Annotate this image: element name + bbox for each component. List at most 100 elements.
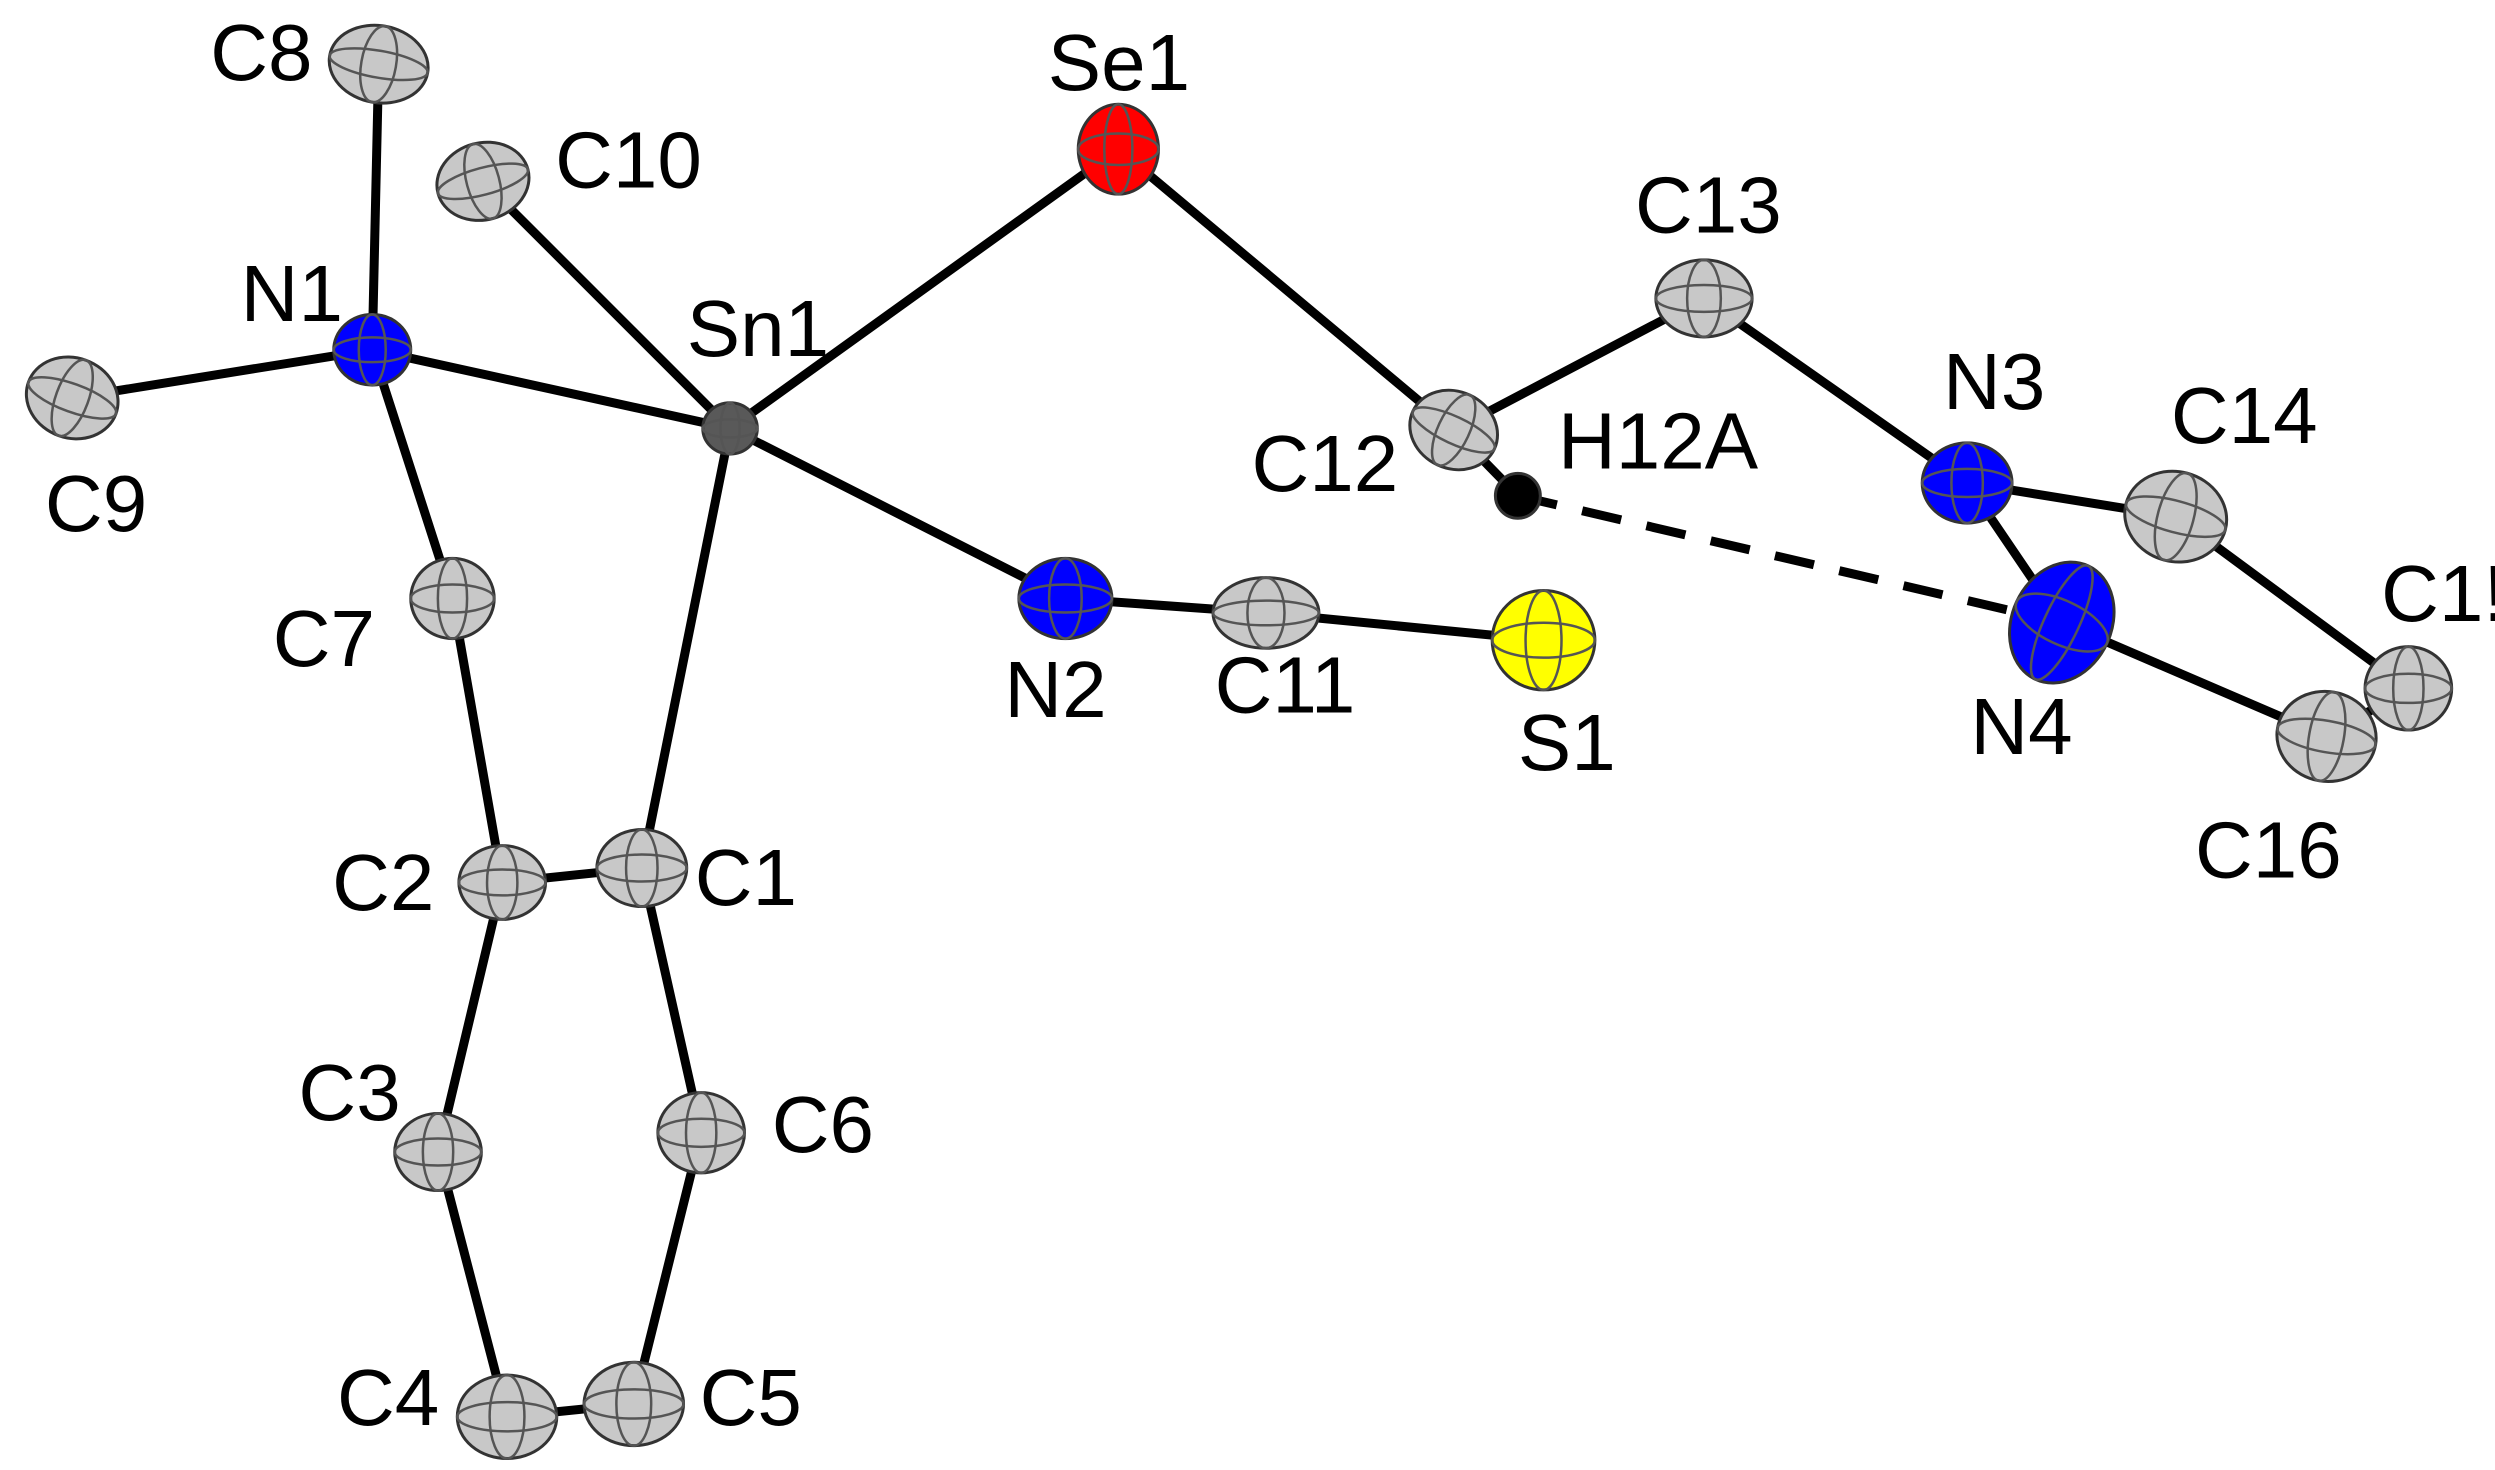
atom-axis2-c10 (463, 142, 503, 220)
atom-c2 (457, 844, 548, 921)
atom-label-c7: C7 (273, 594, 375, 683)
atom-axis2-c2 (485, 844, 519, 921)
atom-c7 (409, 556, 496, 641)
atom-label-c6: C6 (772, 1080, 874, 1169)
atom-axis2-n4 (2029, 564, 2094, 681)
atom-n1 (332, 312, 413, 387)
atom-c8 (327, 23, 430, 105)
atom-axis2-se1 (1103, 103, 1134, 196)
atom-ellipsoid-n2 (1017, 556, 1114, 641)
atom-axis-c12 (1411, 406, 1497, 454)
atom-axis2-c14 (2153, 471, 2198, 562)
atom-axis2-n1 (357, 313, 387, 387)
atom-c5 (582, 1360, 686, 1448)
atom-label-c15: C1! (2381, 549, 2495, 638)
bond-sn1-n2 (725, 423, 1070, 603)
atom-axis-c7 (409, 583, 496, 614)
atom-ellipsoid-c15 (2363, 645, 2454, 732)
atom-axis-c16 (2276, 717, 2377, 756)
atom-axis-n4 (2014, 592, 2110, 653)
atom-ellipsoid-c7 (409, 556, 496, 641)
atom-label-c16: C16 (2195, 806, 2342, 895)
bond-n1-c8 (367, 59, 384, 355)
atom-axis-c10 (436, 162, 530, 201)
atom-label-sn1: Sn1 (687, 284, 829, 373)
atom-s1 (1490, 588, 1597, 692)
atom-label-c1: C1 (695, 833, 797, 922)
atom-h12a (1493, 471, 1542, 520)
atom-layer (24, 23, 2454, 1460)
atom-axis2-c7 (436, 557, 469, 640)
atom-c1 (595, 828, 689, 909)
bond-se1-c12 (1113, 144, 1459, 435)
bond-c2-c3 (433, 877, 507, 1157)
bond-n1-c7 (367, 345, 457, 603)
atom-sn1 (701, 401, 759, 456)
atom-label-c9: C9 (45, 459, 147, 548)
hydrogen-bond-h12a-n4 (1516, 491, 2063, 627)
atom-ellipsoid-s1 (1490, 588, 1597, 692)
bond-c6-c1 (637, 863, 706, 1138)
atom-label-c10: C10 (555, 116, 702, 205)
atom-c15 (2363, 645, 2454, 732)
atom-axis-sn1 (701, 418, 759, 439)
atom-axis2-c11 (1246, 576, 1286, 650)
atom-axis-c6 (656, 1117, 746, 1149)
atom-label-s1: S1 (1518, 698, 1616, 787)
atom-ellipsoid-c5 (582, 1360, 686, 1448)
atom-axis2-n2 (1047, 557, 1083, 640)
atom-n2 (1017, 556, 1114, 641)
atom-ellipsoid-se1 (1076, 102, 1160, 196)
atom-ellipsoid-n1 (332, 312, 413, 387)
bond-c13-n3 (1699, 293, 1972, 488)
atom-c12 (1408, 388, 1500, 472)
atom-axis-c13 (1654, 283, 1754, 314)
atom-c13 (1654, 258, 1754, 339)
atom-ellipsoid-c8 (327, 23, 430, 105)
atom-axis-c9 (26, 375, 118, 420)
atom-ellipsoid-c6 (656, 1091, 746, 1175)
atom-c6 (656, 1091, 746, 1175)
atom-label-n3: N3 (1943, 337, 2045, 426)
atom-axis2-c16 (2306, 690, 2347, 783)
atom-axis-c1 (595, 853, 688, 883)
atom-ellipsoid-c2 (457, 844, 548, 921)
atom-label-c4: C4 (337, 1353, 439, 1442)
atom-label-n1: N1 (241, 249, 343, 338)
atom-axis2-c9 (50, 358, 95, 438)
atom-axis2-c5 (615, 1360, 653, 1447)
atom-ellipsoid-n4 (2008, 560, 2116, 685)
atom-label-h12a: H12A (1558, 397, 1759, 486)
atom-c3 (393, 1112, 483, 1193)
atom-c10 (435, 140, 531, 222)
atom-label-c2: C2 (332, 838, 434, 927)
atom-axis-se1 (1076, 132, 1160, 167)
atom-label-se1: Se1 (1048, 18, 1190, 107)
atom-axis2-n3 (1950, 441, 1985, 525)
atom-axis2-sn1 (719, 401, 741, 456)
atom-label-c3: C3 (298, 1048, 400, 1137)
bond-c5-c6 (629, 1128, 706, 1409)
atom-c16 (2275, 689, 2378, 784)
bond-c7-c2 (447, 593, 507, 887)
atom-axis-c5 (582, 1388, 685, 1420)
bond-sn1-c1 (637, 423, 735, 873)
atom-axis-c2 (457, 868, 547, 897)
atom-label-c8: C8 (210, 8, 312, 97)
atom-ellipsoid-c13 (1654, 258, 1754, 339)
atom-ellipsoid-c4 (455, 1373, 559, 1460)
atom-axis2-c3 (421, 1112, 455, 1192)
atom-axis2-c1 (624, 828, 659, 908)
atom-label-c11: C11 (1215, 640, 1356, 729)
atom-label-c13: C13 (1635, 161, 1782, 250)
atom-axis-n3 (1920, 467, 2014, 499)
atom-axis-c14 (2124, 495, 2227, 539)
bond-c3-c4 (433, 1147, 512, 1422)
atom-ellipsoid-sn1 (701, 401, 759, 456)
atom-se1 (1076, 102, 1160, 196)
bond-n1-c9 (67, 345, 377, 403)
atom-axis-c4 (456, 1400, 559, 1433)
bond-n1-sn1 (367, 345, 735, 433)
atom-label-c12: C12 (1252, 419, 1399, 508)
